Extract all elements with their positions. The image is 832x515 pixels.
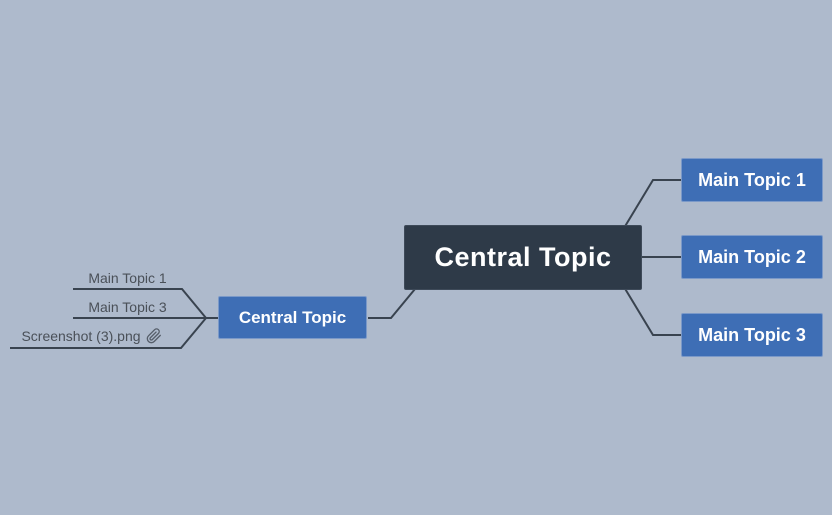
- left-branch-child-1[interactable]: Main Topic 1: [73, 268, 182, 287]
- connector-left-child3: [10, 317, 207, 349]
- connector-left-child1: [73, 288, 207, 319]
- connector-central-to-left-root: [368, 288, 416, 319]
- left-branch-root-node[interactable]: Central Topic: [218, 296, 367, 339]
- left-branch-root-label: Central Topic: [238, 307, 347, 327]
- central-topic-node[interactable]: Central Topic: [404, 225, 642, 290]
- main-topic-3-node[interactable]: Main Topic 3: [681, 313, 823, 357]
- main-topic-1-node[interactable]: Main Topic 1: [681, 158, 823, 202]
- paperclip-icon[interactable]: [146, 327, 162, 344]
- main-topic-2-node[interactable]: Main Topic 2: [681, 235, 823, 279]
- connector-central-to-main3: [623, 286, 682, 336]
- main-topic-1-label: Main Topic 1: [698, 169, 806, 190]
- main-topic-2-label: Main Topic 2: [698, 246, 806, 267]
- connector-central-to-main1: [623, 179, 682, 229]
- left-branch-child-2[interactable]: Main Topic 3: [73, 297, 182, 316]
- left-branch-child-3-label: Screenshot (3).png: [21, 327, 141, 344]
- left-branch-child-3[interactable]: Screenshot (3).png: [6, 326, 177, 345]
- left-branch-child-2-label: Main Topic 3: [88, 298, 167, 315]
- main-topic-3-label: Main Topic 3: [698, 324, 806, 345]
- left-branch-child-1-label: Main Topic 1: [88, 269, 167, 286]
- central-topic-label: Central Topic: [434, 242, 612, 272]
